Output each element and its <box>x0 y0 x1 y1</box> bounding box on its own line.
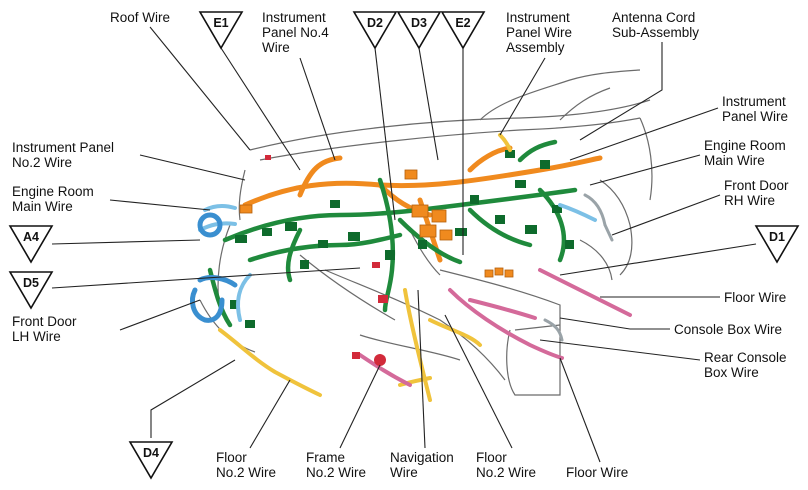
connector-tag-d5: D5 <box>8 270 54 310</box>
leader-line-rear-console-box <box>539 339 701 361</box>
blue-harness <box>190 212 238 323</box>
red-connectors <box>265 155 388 366</box>
leader-lines <box>51 26 757 463</box>
leader-line-d1 <box>559 243 757 276</box>
leader-line-d3 <box>418 47 439 161</box>
light-blue-harness <box>198 203 597 322</box>
label-roof-wire: Roof Wire <box>110 10 171 25</box>
leader-line-floor-no2-l <box>249 379 291 449</box>
connector-tag-d1-label: D1 <box>769 230 785 244</box>
green-harness <box>207 139 578 328</box>
connector-tag-d3-label: D3 <box>411 16 427 30</box>
connector-tag-d5-label: D5 <box>23 276 39 290</box>
leader-line-antenna-cord <box>579 42 663 141</box>
leader-line-a4 <box>51 239 201 245</box>
leader-line-roof-wire <box>149 26 251 151</box>
leader-line-instrument-panel-wire <box>569 107 719 161</box>
connector-tag-e2: E2 <box>440 10 486 50</box>
connector-tag-e2-label: E2 <box>455 16 471 30</box>
leader-line-floor-no2-r <box>444 314 513 449</box>
connector-tag-d2-label: D2 <box>367 16 383 30</box>
connector-tag-d3: D3 <box>396 10 442 50</box>
leader-line-engine-room-main-l <box>109 199 211 211</box>
connector-tag-a4-label: A4 <box>23 230 39 244</box>
connector-tag-d2: D2 <box>352 10 398 50</box>
grey-harness-right <box>543 193 614 342</box>
leader-line-e1 <box>220 47 301 171</box>
leader-line-ip-wire-assembly <box>499 57 546 136</box>
leader-line-instrument-panel-no2 <box>139 154 246 181</box>
connector-tag-e1-label: E1 <box>213 16 229 30</box>
leader-line-instrument-panel-no4 <box>299 57 336 161</box>
leader-line-engine-room-main-r <box>589 154 701 186</box>
connector-tag-d4-label: D4 <box>143 446 159 460</box>
label-floor-wire-bottom: Floor Wire <box>566 465 629 480</box>
leader-line-d5 <box>51 267 361 289</box>
connector-tag-e1: E1 <box>198 10 244 50</box>
leader-line-console-box-wire <box>559 317 670 330</box>
connector-tag-a4: A4 <box>8 224 54 264</box>
leader-line-front-door-rh <box>611 194 721 236</box>
leader-line-floor-wire-bottom <box>559 357 601 463</box>
leader-line-front-door-lh <box>119 299 201 331</box>
orange-connectors <box>239 169 514 278</box>
yellow-harness <box>218 133 512 402</box>
dark-green-connectors <box>230 150 574 328</box>
leader-line-d2 <box>374 47 396 221</box>
leader-line-frame-no2 <box>339 364 381 449</box>
pink-harness <box>358 268 632 387</box>
leader-line-navigation-wire <box>417 289 426 449</box>
label-console-box-wire: Console Box Wire <box>674 322 783 337</box>
connector-tag-d1: D1 <box>754 224 800 264</box>
label-floor-wire-right: Floor Wire <box>724 290 787 305</box>
connector-tag-d4: D4 <box>128 440 174 480</box>
leader-line-d4 <box>150 359 236 438</box>
